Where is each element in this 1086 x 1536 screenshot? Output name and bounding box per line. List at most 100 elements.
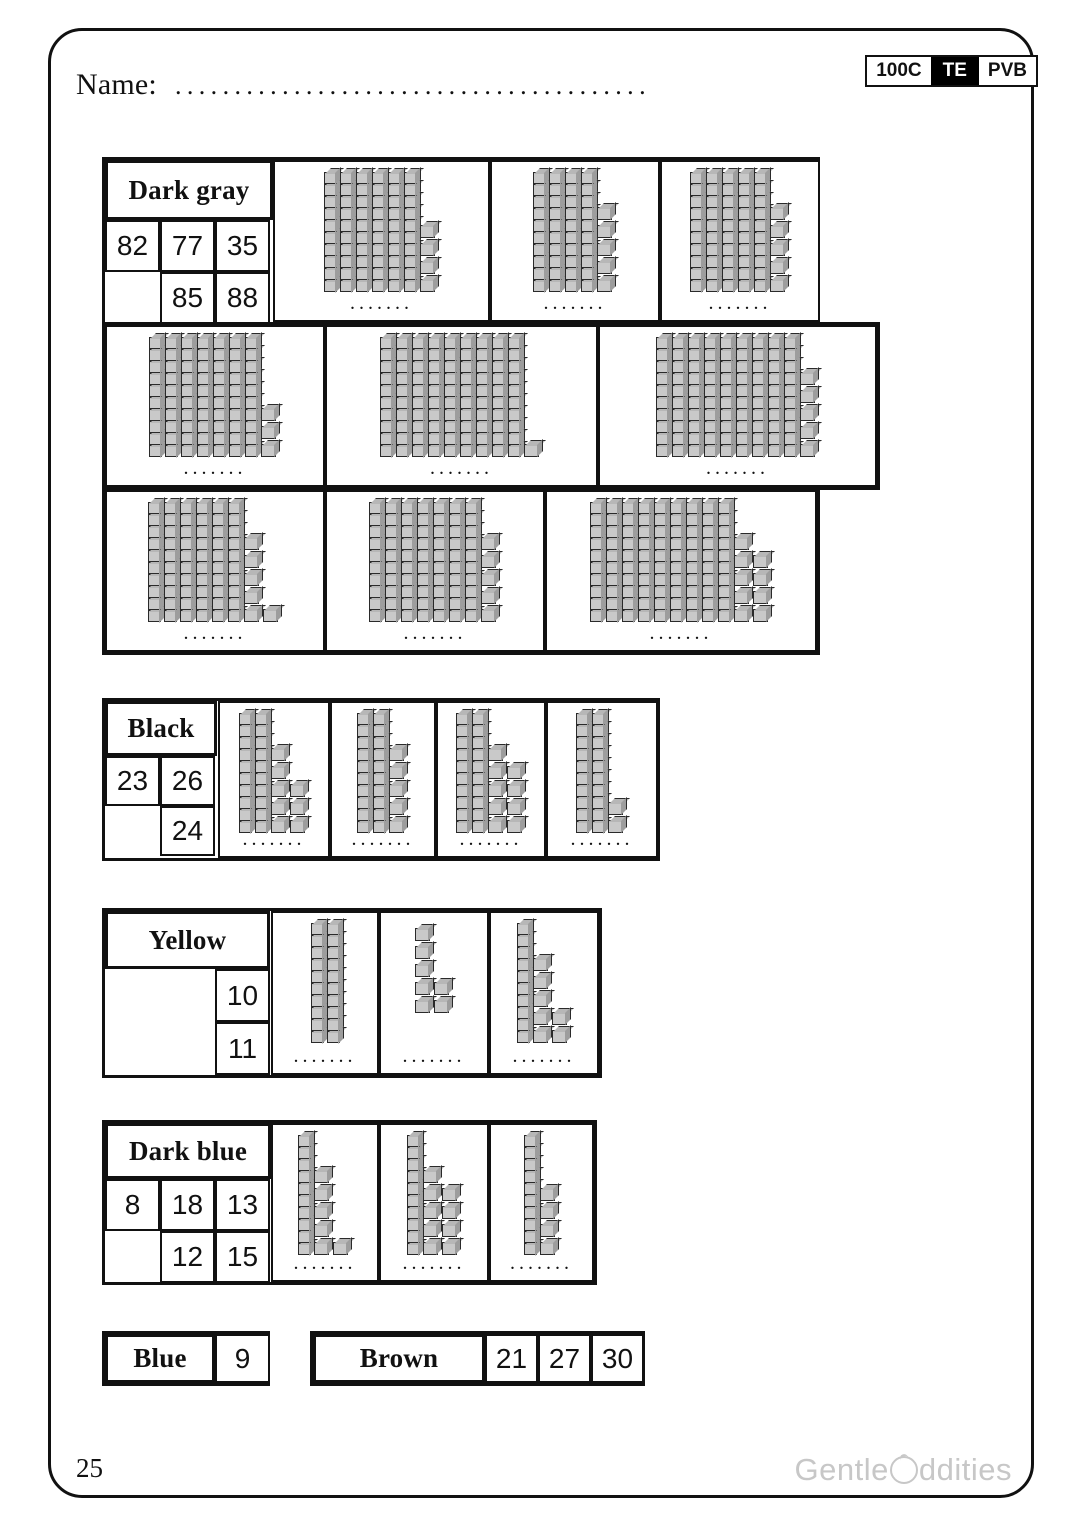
unit-cube <box>565 232 578 244</box>
ones-column <box>261 408 276 457</box>
unit-cube <box>533 184 546 196</box>
unit-cube <box>379 421 393 433</box>
unit-cube <box>395 349 409 361</box>
number-cell[interactable]: 30 <box>591 1334 644 1383</box>
unit-cube <box>165 361 178 373</box>
unit-cube <box>411 349 425 361</box>
unit-cube <box>245 349 258 361</box>
unit-cube <box>690 196 703 208</box>
page-number: 25 <box>76 1453 103 1483</box>
unit-cube <box>581 256 594 268</box>
unit-cube <box>706 244 719 256</box>
unit-cube <box>549 232 562 244</box>
unit-cube <box>549 196 562 208</box>
name-field-row: Name: ..................................… <box>76 68 645 102</box>
unit-cube <box>549 172 562 184</box>
ones-column <box>597 207 612 292</box>
unit-cube <box>149 373 162 385</box>
unit-cube <box>355 220 369 232</box>
tens-rod <box>706 172 719 292</box>
unit-cube <box>533 208 546 220</box>
unit-cube <box>722 280 735 292</box>
block-answer-cell[interactable]: ....... <box>490 160 660 322</box>
unit-cube <box>690 256 703 268</box>
unit-cube <box>371 232 385 244</box>
unit-cube <box>738 232 751 244</box>
unit-cube <box>690 244 703 256</box>
unit-cube <box>379 433 393 445</box>
unit-cube <box>549 280 562 292</box>
number-cell[interactable]: 9 <box>215 1334 270 1383</box>
block-answer-cell[interactable]: ....... <box>660 160 820 322</box>
unit-cube <box>706 268 719 280</box>
unit-cube <box>533 256 546 268</box>
unit-cube <box>722 196 735 208</box>
unit-cube <box>379 397 393 409</box>
name-write-line[interactable]: ........................................… <box>174 79 645 100</box>
number-cell[interactable]: 85 <box>160 272 215 324</box>
unit-cube <box>197 373 210 385</box>
unit-cube <box>738 220 751 232</box>
ones-column <box>419 225 435 292</box>
unit-cube <box>213 361 226 373</box>
brand-text-left: Gentle <box>794 1452 889 1487</box>
tens-rod <box>379 337 393 457</box>
unit-cube <box>395 445 409 457</box>
unit-cube <box>597 207 612 220</box>
unit-cube <box>581 184 594 196</box>
unit-cube <box>722 208 735 220</box>
unit-cube <box>371 220 385 232</box>
unit-cube <box>565 244 578 256</box>
number-cell[interactable]: 21 <box>485 1334 538 1383</box>
unit-cube <box>411 433 425 445</box>
unit-cube <box>387 244 401 256</box>
number-cell[interactable]: 27 <box>538 1334 591 1383</box>
unit-cube <box>581 172 594 184</box>
base-ten-blocks <box>662 172 818 292</box>
unit-cube <box>395 433 409 445</box>
unit-cube <box>597 279 612 292</box>
unit-cube <box>149 385 162 397</box>
unit-cube <box>754 256 767 268</box>
unit-cube <box>411 409 425 421</box>
unit-cube <box>229 433 242 445</box>
name-label: Name: <box>76 68 157 101</box>
unit-cube <box>738 244 751 256</box>
unit-cube <box>411 373 425 385</box>
unit-cube <box>339 256 353 268</box>
unit-cube <box>403 220 417 232</box>
base-ten-blocks <box>492 172 658 292</box>
block-answer-cell[interactable]: ....... <box>105 325 325 487</box>
unit-cube <box>371 268 385 280</box>
block-answer-cell[interactable]: ....... <box>273 160 490 322</box>
unit-cube <box>149 445 162 457</box>
unit-cube <box>581 280 594 292</box>
badge-segment-pvb: PVB <box>987 60 1027 81</box>
unit-cube <box>261 408 276 421</box>
unit-cube <box>403 208 417 220</box>
number-cell[interactable]: 35 <box>215 220 270 272</box>
unit-cube <box>245 409 258 421</box>
unit-cube <box>339 196 353 208</box>
unit-cube <box>229 421 242 433</box>
base-ten-blocks <box>275 172 488 292</box>
unit-cube <box>722 232 735 244</box>
unit-cube <box>181 445 194 457</box>
unit-cube <box>355 256 369 268</box>
number-cell[interactable]: 82 <box>105 220 160 272</box>
unit-cube <box>387 256 401 268</box>
unit-cube <box>197 337 210 349</box>
ones-units <box>419 225 435 292</box>
number-cell[interactable]: 77 <box>160 220 215 272</box>
unit-cube <box>355 268 369 280</box>
tens-rod <box>754 172 767 292</box>
unit-cube <box>754 280 767 292</box>
unit-cube <box>245 337 258 349</box>
block-answer-cell[interactable]: ....... <box>325 325 598 487</box>
unit-cube <box>387 184 401 196</box>
unit-cube <box>754 232 767 244</box>
unit-cube <box>581 220 594 232</box>
number-cell[interactable]: 88 <box>215 272 270 324</box>
unit-cube <box>323 220 337 232</box>
unit-cube <box>379 445 393 457</box>
